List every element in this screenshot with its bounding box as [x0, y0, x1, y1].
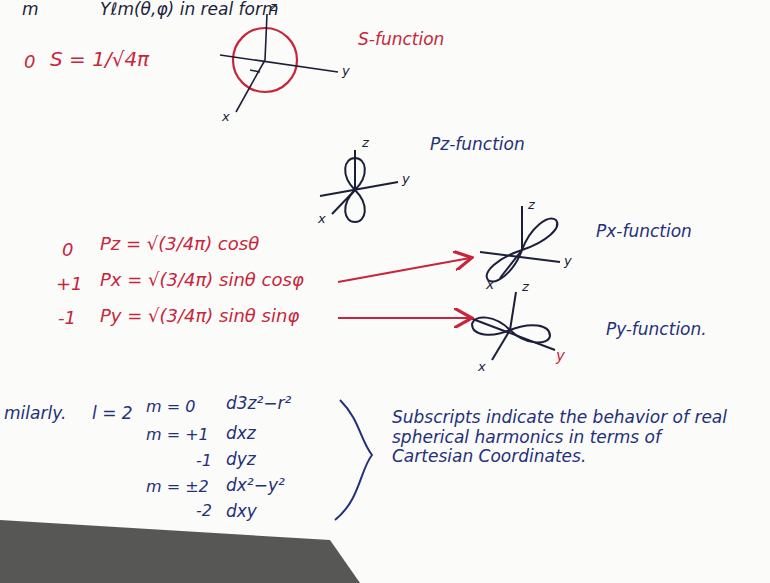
axis-label: x	[486, 276, 494, 292]
m-value: 0	[24, 52, 35, 73]
axis-label: x	[222, 110, 230, 125]
m-value: -1	[58, 308, 76, 329]
axis-label: z	[522, 280, 529, 295]
s-orbital-sketch	[220, 14, 338, 112]
formula: S = 1/√4π	[50, 48, 149, 71]
axis-label: y	[342, 64, 350, 79]
axis-label: y	[402, 172, 410, 187]
orbital-name: dx²−y²	[226, 476, 285, 496]
brace	[335, 400, 372, 520]
orbital-name: d3z²−r²	[226, 394, 291, 414]
axis-label: x	[318, 212, 326, 227]
orbital-name: dxz	[226, 424, 256, 444]
note: milarly.	[4, 404, 66, 424]
function-name: Py-function.	[606, 320, 707, 340]
axis-label: y	[564, 254, 572, 269]
shadow	[0, 520, 360, 583]
function-name: Pz-function	[430, 135, 525, 155]
index-m: m	[22, 0, 39, 20]
axis-label: z	[528, 198, 535, 213]
axis-label: z	[270, 0, 277, 15]
formula: Px = √(3/4π) sinθ cosφ	[100, 270, 304, 291]
m-value: m = +1	[146, 426, 209, 444]
l-value: l = 2	[92, 404, 133, 424]
m-value: m = 0	[146, 398, 195, 416]
axis-label: y	[556, 348, 565, 365]
m-value: 0	[62, 240, 73, 261]
m-value: +1	[56, 274, 83, 295]
orbital-name: dxy	[226, 502, 257, 522]
pz-orbital-sketch	[320, 150, 398, 222]
note: Subscripts indicate the behavior of real…	[392, 408, 732, 467]
axis-label: z	[362, 136, 369, 151]
arrow	[338, 317, 470, 319]
py-orbital-sketch	[470, 292, 555, 360]
function-name: Px-function	[596, 222, 692, 242]
m-value: -1	[196, 452, 212, 470]
m-value: -2	[196, 502, 212, 520]
formula: Py = √(3/4π) sinθ sinφ	[100, 306, 299, 327]
orbital-name: dyz	[226, 450, 256, 470]
arrow	[338, 258, 470, 282]
m-value: m = ±2	[146, 478, 209, 496]
heading: Yℓm(θ,φ) in real form	[100, 0, 278, 20]
formula: Pz = √(3/4π) cosθ	[100, 234, 259, 255]
axis-label: x	[478, 360, 486, 375]
function-name: S-function	[358, 30, 444, 50]
px-orbital-sketch	[480, 206, 560, 281]
